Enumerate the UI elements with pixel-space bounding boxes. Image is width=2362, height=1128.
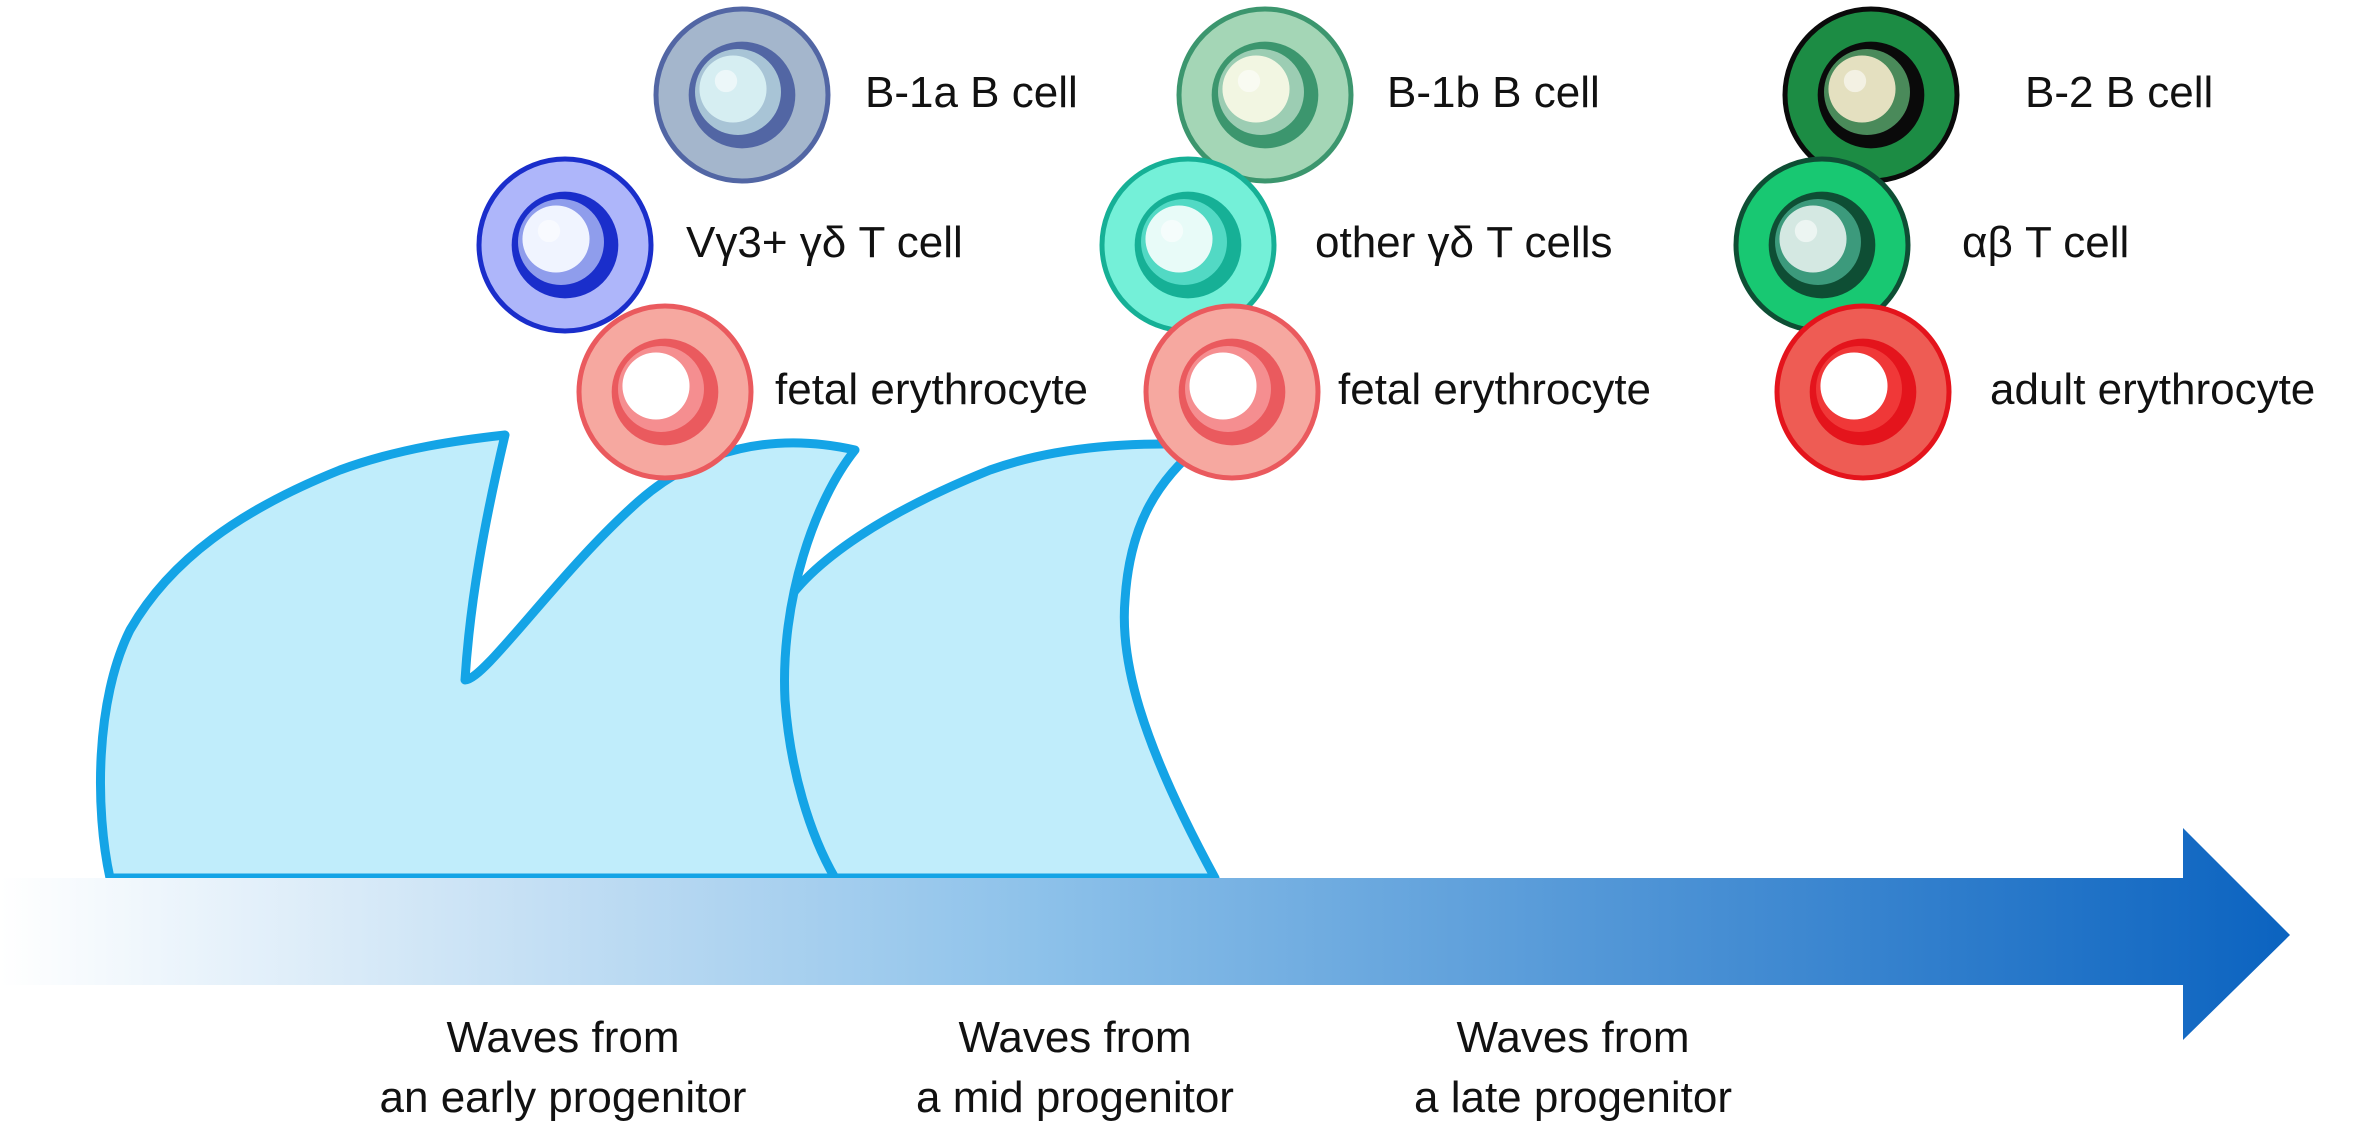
wave-caption-mid: Waves from a mid progenitor [815, 1008, 1335, 1128]
cell-label: B-1b B cell [1387, 68, 1600, 117]
adult-erythrocyte-icon [1774, 303, 1952, 481]
ab-t-cell-icon [1733, 156, 1911, 334]
b1a-b-cell-icon [653, 6, 831, 184]
wave-caption-early: Waves from an early progenitor [303, 1008, 823, 1128]
cell-label: adult erythrocyte [1990, 365, 2316, 414]
wave-caption-line2: an early progenitor [379, 1073, 747, 1122]
wave-caption-line2: a late progenitor [1414, 1073, 1732, 1122]
wave-caption-line1: Waves from [958, 1013, 1192, 1062]
wave-mid-shape [95, 430, 860, 883]
cell-label: B-2 B cell [2025, 68, 2214, 117]
cell-label: fetal erythrocyte [775, 365, 1089, 414]
wave-caption-line1: Waves from [1456, 1013, 1690, 1062]
cell-label: fetal erythrocyte [1338, 365, 1652, 414]
b2-b-cell-icon [1782, 6, 1960, 184]
timeline-arrow [0, 828, 2290, 1040]
b1b-b-cell-icon [1176, 6, 1354, 184]
cell-label: αβ T cell [1962, 218, 2130, 267]
fetal-erythrocyte-icon [576, 303, 754, 481]
other-gd-t-cells-icon [1099, 156, 1277, 334]
wave-caption-late: Waves from a late progenitor [1313, 1008, 1833, 1128]
vg3-gd-t-cell-icon [476, 156, 654, 334]
cell-label: Vγ3+ γδ T cell [686, 218, 963, 267]
cell-label: B-1a B cell [865, 68, 1078, 117]
fetal-erythrocyte-icon [1143, 303, 1321, 481]
cell-label: other γδ T cells [1315, 218, 1613, 267]
wave-late-shape [765, 439, 1220, 883]
wave-caption-line1: Waves from [446, 1013, 680, 1062]
wave-caption-line2: a mid progenitor [916, 1073, 1234, 1122]
